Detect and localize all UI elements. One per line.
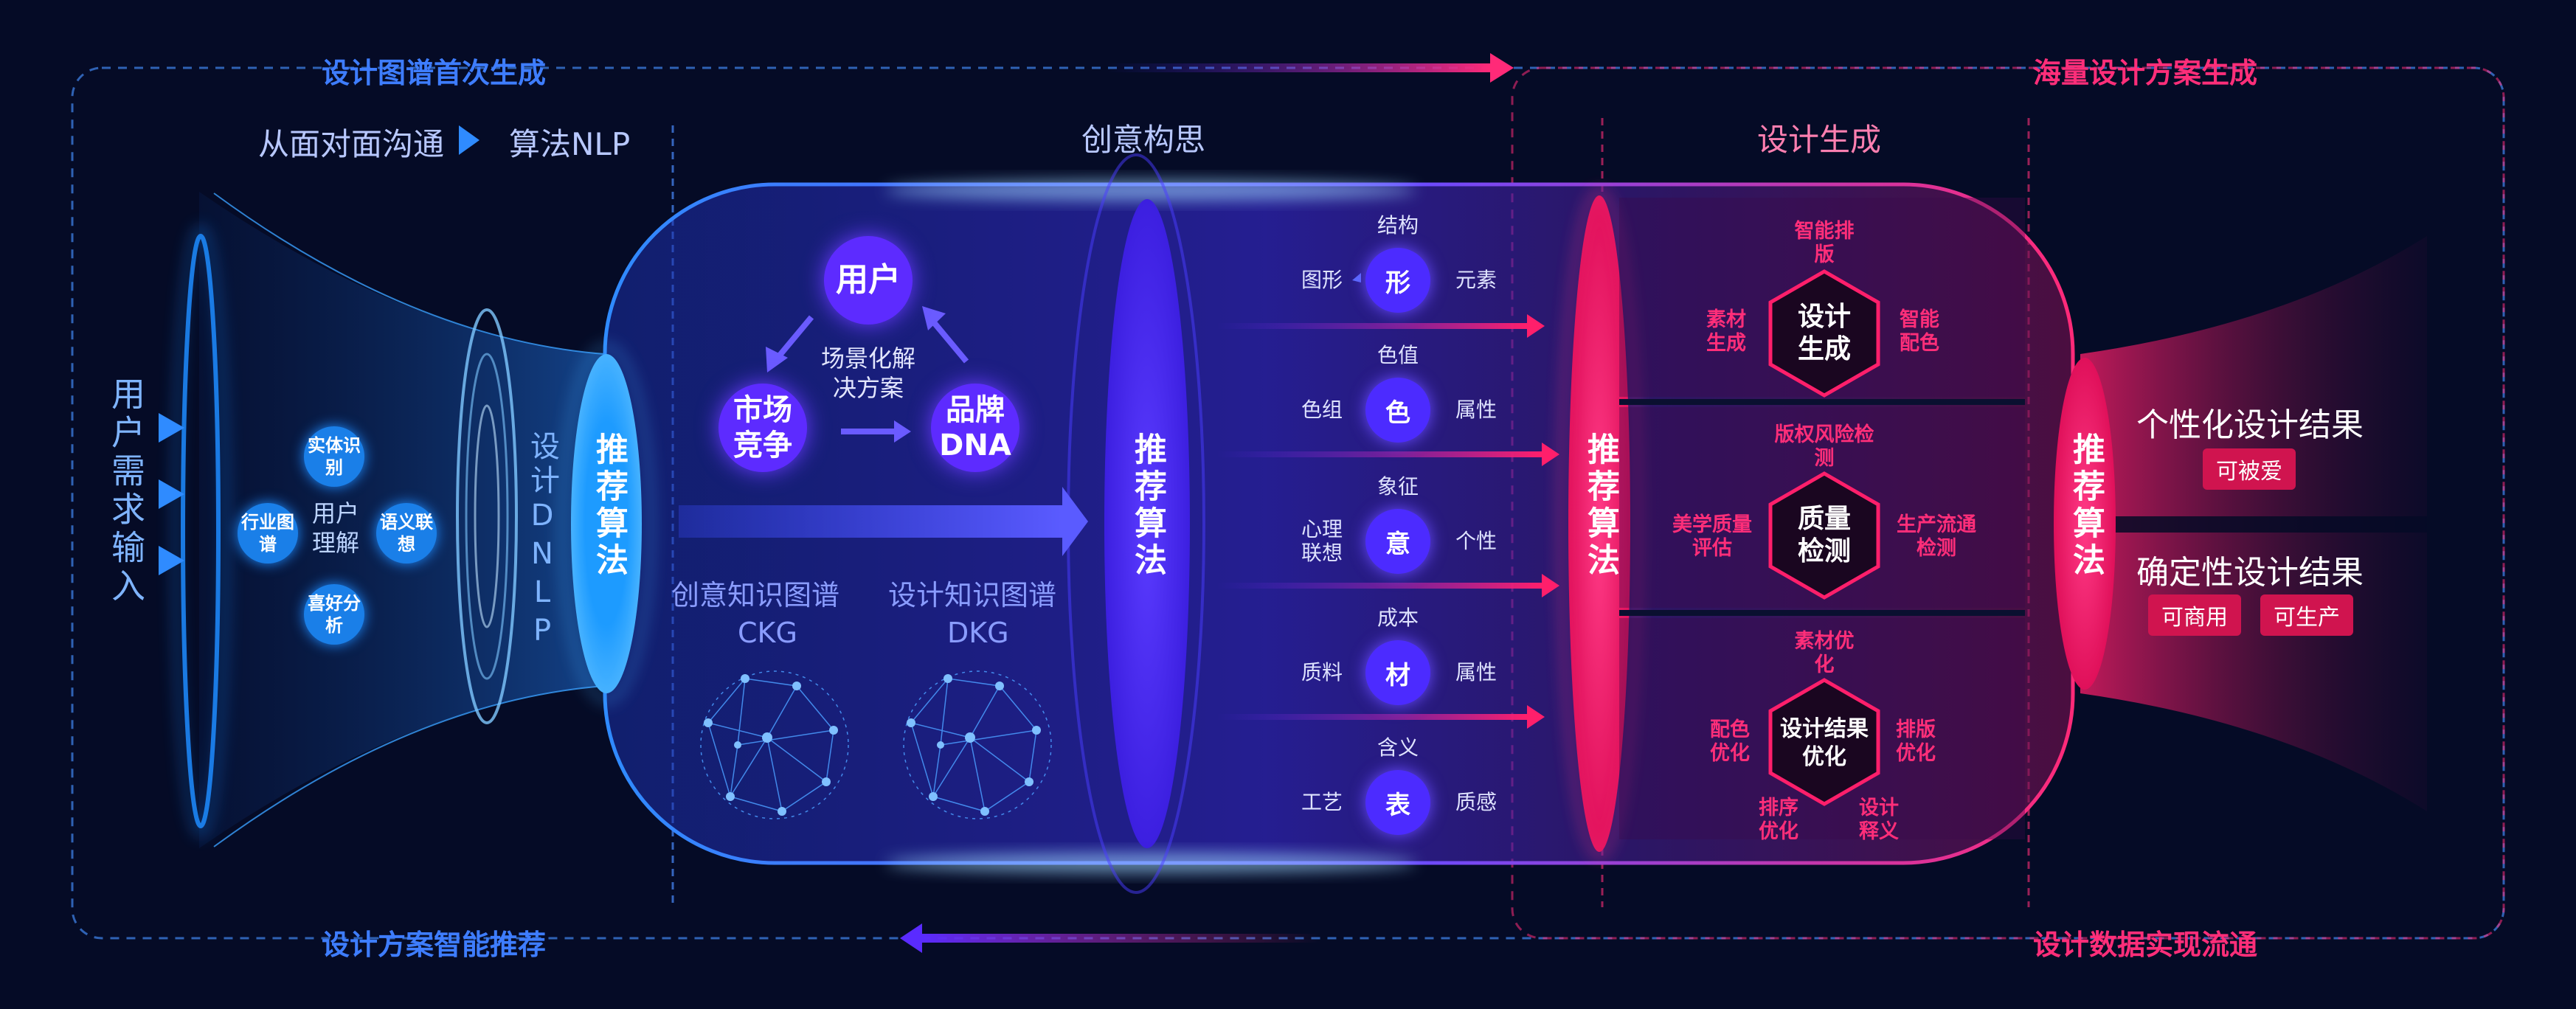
badge-lovable: 可被爱 — [2203, 448, 2296, 490]
top-right-label: 海量设计方案生成 — [2033, 57, 2258, 89]
gen-production: 生产流通检测 — [1897, 513, 1976, 560]
gen-color-opt: 配色优化 — [1710, 718, 1750, 765]
element-top-2: 象征 — [1377, 474, 1419, 499]
element-left-1: 色组 — [1301, 398, 1343, 422]
result-certain: 确定性设计结果 — [2136, 554, 2364, 592]
element-right-4: 质感 — [1455, 790, 1497, 814]
badge-producible: 可生产 — [2260, 594, 2353, 636]
input-header-from: 从面对面沟通 — [258, 126, 445, 162]
bottom-left-label: 设计方案智能推荐 — [322, 929, 547, 961]
badge-commercial: 可商用 — [2148, 594, 2241, 636]
creative-user-node: 用户 — [824, 236, 913, 325]
user-understand-label: 用户理解 — [311, 499, 359, 557]
gen-material: 素材生成 — [1706, 308, 1746, 355]
ckg-title: 创意知识图谱 — [671, 579, 840, 611]
dkg-title: 设计知识图谱 — [888, 579, 1057, 611]
user-need-label: 用户需求输入 — [106, 376, 146, 606]
dnlp-label: 设计DNLP — [525, 431, 559, 652]
element-node-4: 表 — [1365, 770, 1430, 835]
element-left-0: 图形 — [1301, 268, 1343, 292]
recommend-algo-1: 推荐算法 — [590, 432, 628, 580]
gen-aesthetic: 美学质量评估 — [1672, 513, 1752, 560]
bubble-entity: 实体识别 — [304, 426, 364, 487]
creative-title: 创意构思 — [1081, 122, 1206, 158]
element-top-0: 结构 — [1377, 213, 1419, 237]
element-node-2: 意 — [1365, 509, 1430, 574]
result-personal: 个性化设计结果 — [2136, 406, 2364, 444]
creative-brand-node: 品牌DNA — [931, 384, 1019, 472]
element-node-1: 色 — [1365, 378, 1430, 443]
creative-market-node: 市场竞争 — [719, 384, 807, 472]
element-right-3: 属性 — [1455, 660, 1497, 684]
gen-hex-optimize: 设计结果优化 — [1780, 716, 1869, 770]
element-right-1: 属性 — [1455, 398, 1497, 422]
top-left-label: 设计图谱首次生成 — [322, 57, 547, 89]
dkg-abbr: DKG — [947, 617, 1009, 649]
element-left-3: 质料 — [1301, 660, 1343, 684]
gen-hex-design: 设计生成 — [1797, 302, 1851, 364]
input-header-to: 算法NLP — [509, 126, 631, 162]
gen-smart-color: 智能配色 — [1900, 308, 1939, 355]
ckg-abbr: CKG — [738, 617, 797, 649]
gen-sort-opt: 排序优化 — [1759, 797, 1798, 843]
recommend-algo-3: 推荐算法 — [1582, 432, 1619, 580]
gen-hex-quality: 质量检测 — [1797, 504, 1851, 566]
element-right-0: 元素 — [1455, 268, 1497, 292]
element-node-0: 形 — [1365, 248, 1430, 313]
gen-design-explain: 设计释义 — [1859, 797, 1899, 843]
recommend-algo-2: 推荐算法 — [1129, 432, 1166, 580]
generation-title: 设计生成 — [1757, 122, 1882, 158]
bottom-right-label: 设计数据实现流通 — [2033, 929, 2258, 961]
bubble-industry: 行业图谱 — [238, 503, 298, 564]
element-left-4: 工艺 — [1301, 790, 1343, 814]
element-top-1: 色值 — [1377, 343, 1419, 367]
recommend-algo-4: 推荐算法 — [2067, 432, 2105, 580]
creative-scene-label: 场景化解决方案 — [820, 344, 915, 402]
element-node-3: 材 — [1365, 640, 1430, 705]
element-left-2: 心理联想 — [1301, 517, 1343, 565]
gen-smart-layout: 智能排版 — [1794, 220, 1855, 266]
element-top-4: 含义 — [1377, 735, 1419, 760]
bubble-semantic: 语义联想 — [376, 503, 437, 564]
gen-layout-opt: 排版优化 — [1896, 718, 1936, 765]
gen-material-opt: 素材优化 — [1794, 630, 1855, 676]
element-top-3: 成本 — [1377, 606, 1419, 630]
gen-copyright: 版权风险检测 — [1774, 423, 1874, 470]
element-right-2: 个性 — [1455, 529, 1497, 553]
bubble-preference: 喜好分析 — [304, 584, 364, 645]
